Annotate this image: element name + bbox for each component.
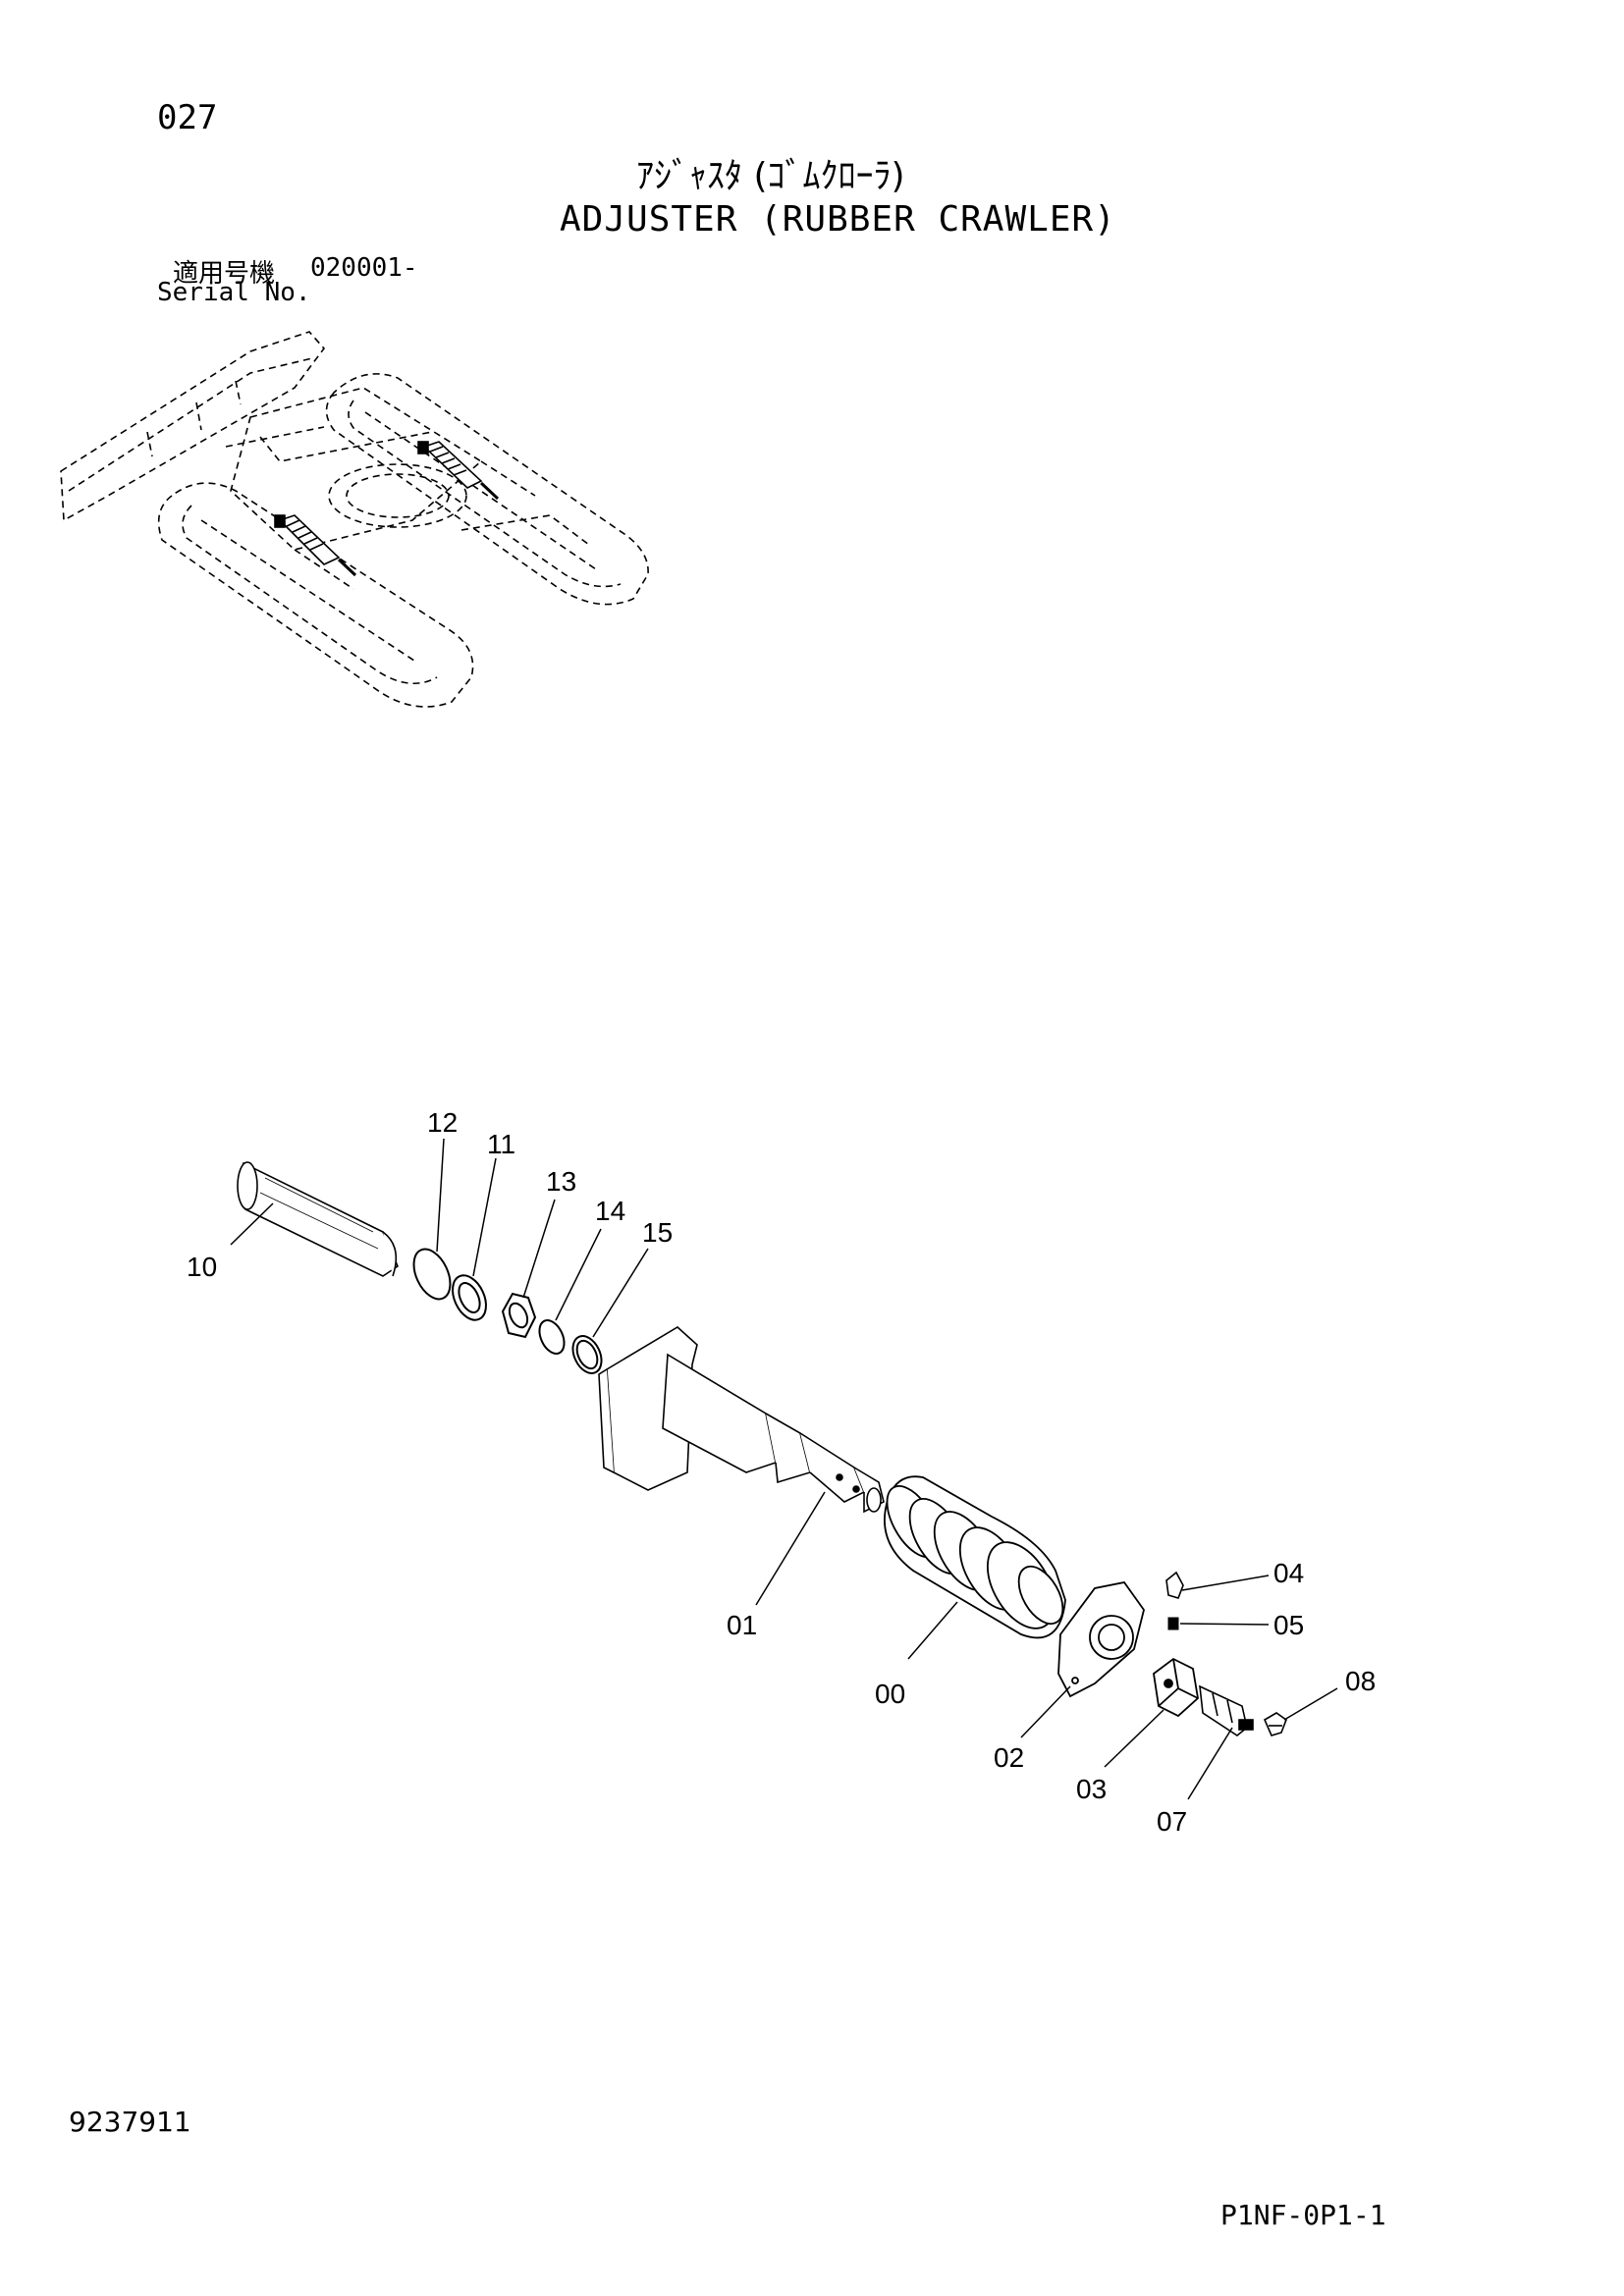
title-english: ADJUSTER (RUBBER CRAWLER) [560, 199, 1116, 240]
callout-11: 11 [487, 1129, 515, 1159]
part-03-block [1153, 1657, 1199, 1718]
overview-adjuster-left [274, 514, 357, 577]
callout-03: 03 [1076, 1774, 1107, 1804]
callout-13: 13 [546, 1166, 576, 1197]
part-08-fitting [1263, 1712, 1287, 1736]
undercarriage-overview [60, 331, 649, 708]
serial-value: 020001- [310, 253, 418, 283]
callout-07: 07 [1157, 1806, 1187, 1837]
callout-00: 00 [875, 1679, 905, 1709]
part-13-nut [501, 1292, 537, 1339]
part-14-o-ring [538, 1319, 566, 1355]
callout-05: 05 [1273, 1610, 1304, 1640]
part-00-spring [884, 1475, 1066, 1639]
part-10-rod [237, 1161, 399, 1277]
part-12-snap-ring [412, 1248, 452, 1301]
part-11-ring [452, 1274, 487, 1321]
part-04-cap [1165, 1571, 1184, 1599]
part-01-yoke [598, 1326, 885, 1514]
callout-08: 08 [1345, 1666, 1376, 1696]
part-05-washer [1167, 1617, 1179, 1630]
callout-12: 12 [427, 1107, 458, 1138]
callout-15: 15 [642, 1217, 673, 1248]
callout-10: 10 [187, 1252, 217, 1282]
leader-lines [230, 1138, 1338, 1800]
serial-label-english: Serial No. [157, 278, 311, 307]
document-number: 9237911 [69, 2106, 191, 2138]
serial-label-japanese: 適用号機 [173, 259, 276, 289]
title-japanese: ｱｼﾞｬｽﾀ (ｺﾞﾑｸﾛｰﾗ) [636, 156, 905, 196]
part-15-backup-ring [571, 1335, 603, 1374]
page-code: P1NF-0P1-1 [1220, 2199, 1386, 2231]
part-07-valve [1199, 1684, 1254, 1736]
part-02-plate [1057, 1581, 1145, 1698]
callout-02: 02 [994, 1742, 1024, 1773]
overview-adjuster-right [417, 441, 500, 501]
callout-01: 01 [727, 1610, 757, 1640]
page-number: 027 [157, 98, 218, 137]
callout-14: 14 [595, 1196, 625, 1226]
callout-04: 04 [1273, 1558, 1304, 1588]
